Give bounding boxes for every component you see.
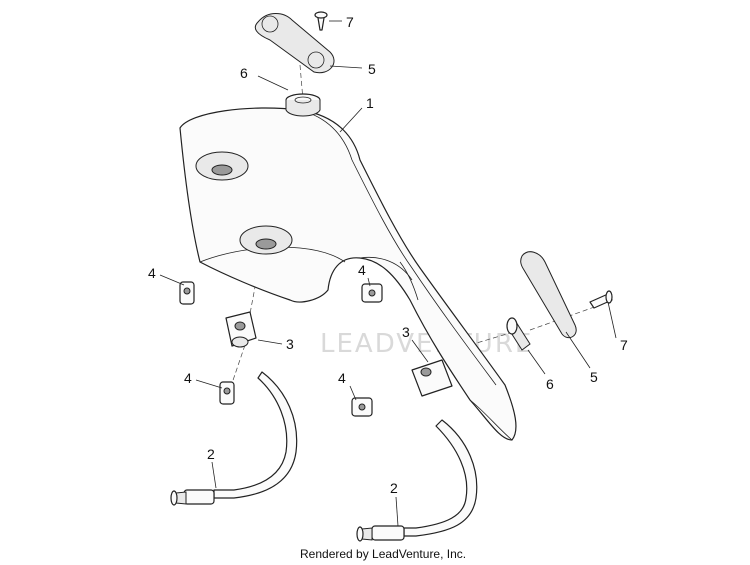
clip-left-bottom-part [219, 381, 235, 405]
callout-clamp-left: 3 [286, 336, 294, 352]
callout-windshield: 1 [366, 95, 374, 111]
callout-clip-center-top: 4 [358, 262, 366, 278]
clip-left-top-part [179, 281, 195, 305]
watermark-text: LEADVENTURE [320, 329, 533, 359]
clamp-left-part [225, 311, 257, 348]
callout-clip-left-bottom: 4 [184, 370, 192, 386]
callout-hose-right: 2 [390, 480, 398, 496]
clamp-right-part [411, 359, 453, 397]
callout-hose-left: 2 [207, 446, 215, 462]
screw-top-part [314, 11, 328, 31]
callout-clamp-right: 3 [402, 324, 410, 340]
hose-right-part [356, 419, 478, 542]
leader-lines [159, 20, 617, 527]
callout-screw-top: 7 [346, 14, 354, 30]
grommet-right-part [506, 317, 531, 351]
callout-washer-right: 5 [590, 369, 598, 385]
grommet-top-part [285, 93, 321, 117]
windshield-part [179, 107, 517, 441]
callout-grommet-right: 6 [546, 376, 554, 392]
callout-washer-top: 5 [368, 61, 376, 77]
hose-left-part [170, 371, 298, 506]
callout-clip-center-bottom: 4 [338, 370, 346, 386]
credit-text: Rendered by LeadVenture, Inc. [300, 547, 466, 561]
callout-grommet-top: 6 [240, 65, 248, 81]
clip-center-top-part [361, 283, 383, 303]
clip-center-bottom-part [351, 397, 373, 417]
callout-screw-right: 7 [620, 337, 628, 353]
washer-top-part [254, 13, 335, 74]
washer-right-part [520, 251, 577, 339]
screw-right-part [589, 290, 613, 309]
callout-clip-left-top: 4 [148, 265, 156, 281]
